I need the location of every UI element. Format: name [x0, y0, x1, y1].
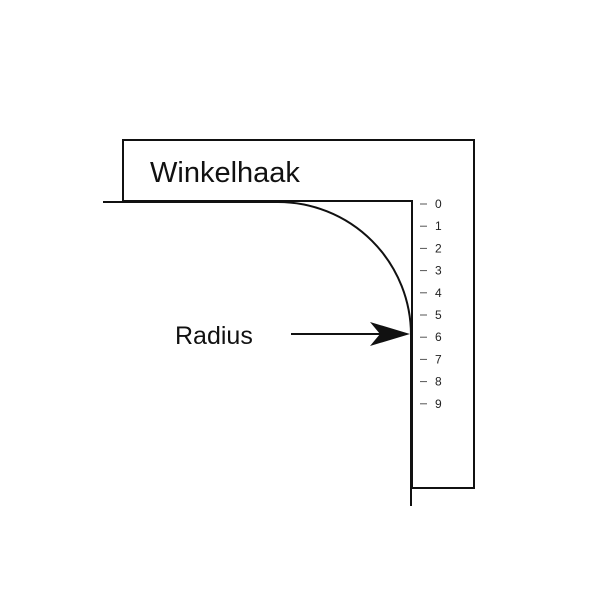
scale-number: 0	[435, 197, 442, 211]
tool-label: Winkelhaak	[150, 157, 300, 189]
scale-number: 6	[435, 330, 442, 344]
scale-number: 5	[435, 308, 442, 322]
scale-number: 1	[435, 219, 442, 233]
scale-number: 4	[435, 286, 442, 300]
scale-number: 7	[435, 352, 442, 366]
workpiece-edge	[103, 201, 412, 506]
scale-number: 9	[435, 397, 442, 411]
scale-number: 3	[435, 264, 442, 278]
radius-scale: 0 1 2 3 4 5 6 7 8 9	[420, 197, 442, 411]
radius-arrow	[291, 322, 410, 346]
scale-number: 2	[435, 241, 442, 255]
scale-number: 8	[435, 375, 442, 389]
square-outline	[122, 139, 475, 489]
radius-label: Radius	[175, 322, 253, 350]
